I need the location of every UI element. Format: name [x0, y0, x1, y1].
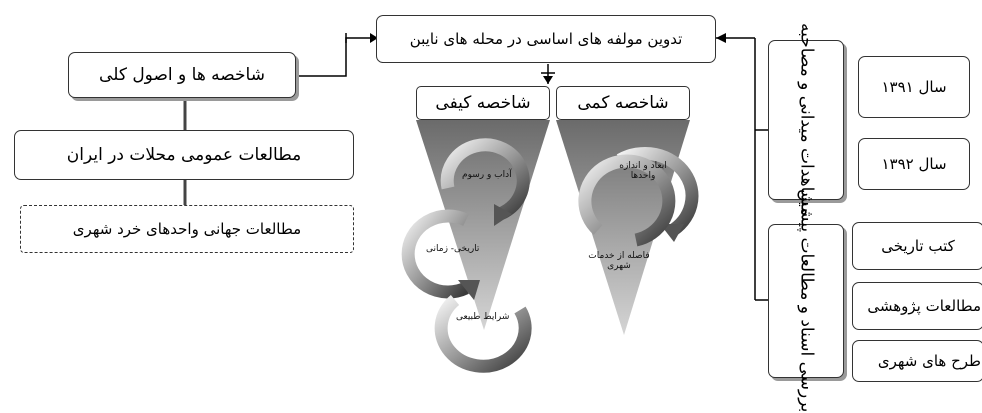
field-observation-box: مشاهدات میدانی و مصاحبه — [768, 23, 844, 217]
documents-review-box: بررسی اسناد و مطالعات پیشین — [768, 189, 844, 413]
year-1391-label: سال ۱۳۹۱ — [881, 78, 947, 96]
main-title: تدوین مولفه های اساسی در محله های نایبن — [409, 30, 683, 48]
quantity-title: شاخصه کمی — [577, 93, 669, 113]
documents-review-title: بررسی اسناد و مطالعات پیشین — [796, 189, 817, 413]
quantity-ring-1 — [616, 147, 699, 242]
quality-ring-2 — [401, 209, 480, 300]
quality-item-natural: شرایط طبیعی — [456, 312, 510, 322]
research-studies-label: مطالعات پژوهشی — [867, 297, 981, 315]
quality-item-historical: تاریخی- زمانی — [426, 244, 480, 254]
world-studies-box: مطالعات جهانی واحدهای خرد شهری — [20, 205, 354, 253]
iran-studies-label: مطالعات عمومی محلات در ایران — [66, 145, 302, 165]
year-1391-box: سال ۱۳۹۱ — [858, 56, 970, 118]
general-principles-box: شاخصه ها و اصول کلی — [68, 52, 296, 98]
historical-books-box: کتب تاریخی — [852, 222, 982, 270]
quality-title-box: شاخصه کیفی — [416, 86, 550, 120]
quality-item-customs: آداب و رسوم — [462, 170, 512, 180]
urban-plans-box: طرح های شهری — [852, 340, 982, 382]
main-title-box: تدوین مولفه های اساسی در محله های نایبن — [376, 15, 716, 63]
quantity-title-box: شاخصه کمی — [556, 86, 690, 120]
quality-funnel — [416, 120, 550, 330]
research-studies-box: مطالعات پژوهشی — [852, 282, 982, 330]
field-observation-title: مشاهدات میدانی و مصاحبه — [796, 23, 817, 217]
year-1392-box: سال ۱۳۹۲ — [858, 138, 970, 190]
quantity-item-distance: فاصله از خدمات شهری — [588, 251, 650, 271]
diagram-graphics — [183, 33, 768, 373]
historical-books-label: کتب تاریخی — [881, 237, 955, 255]
quality-title: شاخصه کیفی — [435, 93, 531, 113]
quantity-item-dimensions: ابعاد و اندازه واحدها — [619, 161, 667, 181]
iran-studies-box: مطالعات عمومی محلات در ایران — [14, 130, 354, 180]
urban-plans-label: طرح های شهری — [877, 352, 981, 370]
quality-ring-1 — [440, 138, 530, 226]
quantity-ring-2 — [578, 154, 676, 247]
year-1392-label: سال ۱۳۹۲ — [881, 155, 947, 173]
world-studies-label: مطالعات جهانی واحدهای خرد شهری — [72, 220, 302, 238]
general-principles-label: شاخصه ها و اصول کلی — [99, 65, 265, 85]
quality-ring-3 — [434, 294, 532, 373]
